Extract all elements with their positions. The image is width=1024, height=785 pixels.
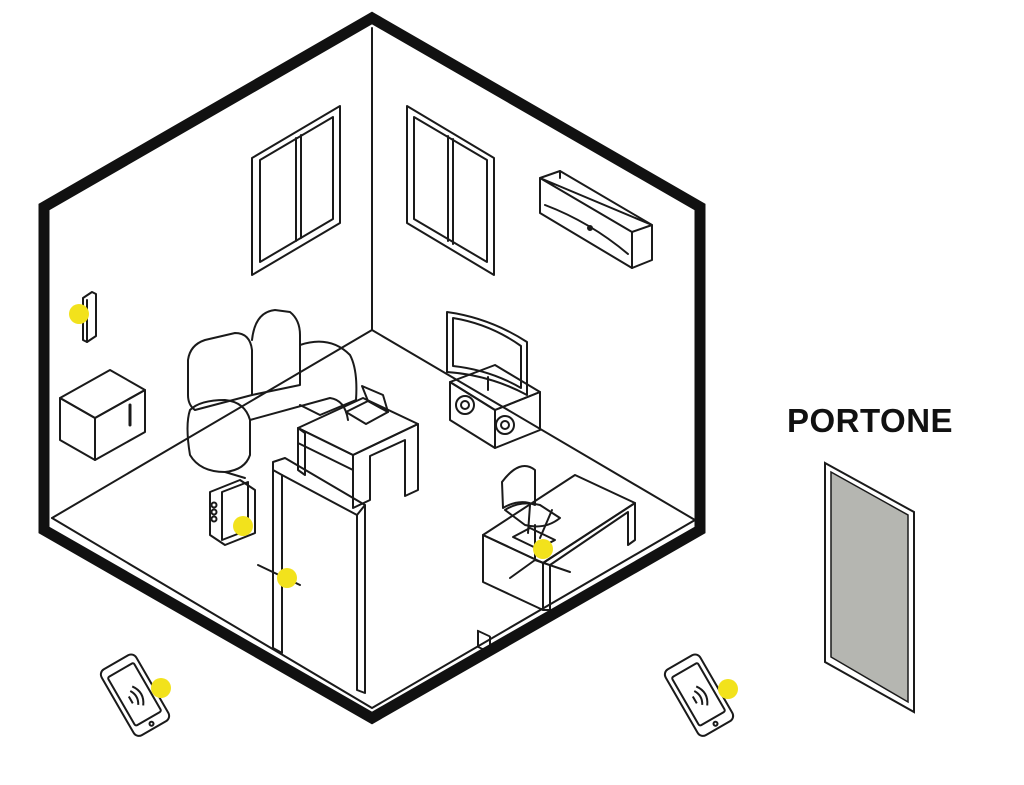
office-chair <box>501 465 571 579</box>
intercom-panel <box>209 479 256 546</box>
laptop <box>345 385 389 425</box>
armchair <box>186 309 358 479</box>
safe-cabinet <box>59 369 146 461</box>
gate-icon <box>824 461 915 714</box>
window-right <box>406 105 495 276</box>
sensor-dot <box>151 678 171 698</box>
office-desk <box>482 474 636 611</box>
desk-small <box>297 397 419 509</box>
sensor-dot <box>277 568 297 588</box>
sensor-dots <box>69 304 738 699</box>
room-walls <box>51 27 696 709</box>
smartphone-nfc-icon <box>99 653 171 737</box>
router <box>512 504 556 550</box>
window-left <box>251 105 341 276</box>
sensor-dot <box>718 679 738 699</box>
smartphone-nfc-icon <box>663 653 735 737</box>
gate-label: PORTONE <box>786 402 954 439</box>
sensor-dot <box>233 516 253 536</box>
wall-sensor <box>82 291 97 343</box>
sensor-dot <box>69 304 89 324</box>
sensor-dot <box>533 539 553 559</box>
tv-stand <box>449 364 541 654</box>
tv <box>446 311 528 396</box>
air-conditioner <box>539 170 653 269</box>
room-outline <box>38 11 706 725</box>
